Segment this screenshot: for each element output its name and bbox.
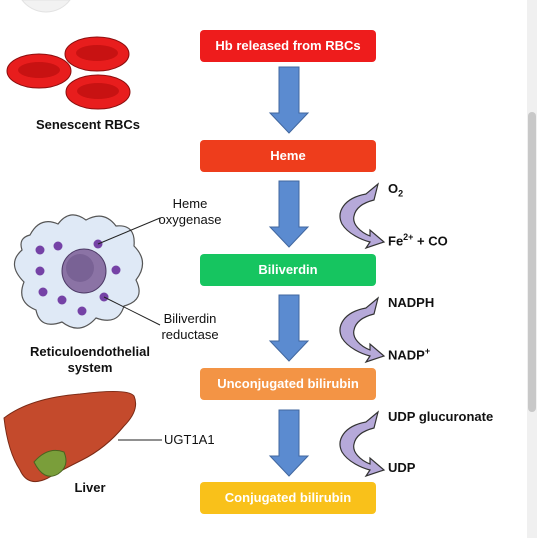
step-hb-released: Hb released from RBCs	[200, 30, 376, 62]
biliverdin-reductase-pointer	[103, 296, 161, 326]
biliverdin-reductase-label: Biliverdin reductase	[161, 311, 219, 342]
curved-arrow-icon	[339, 410, 386, 478]
heme-oxygenase-pointer	[97, 217, 161, 245]
page-scrollbar[interactable]	[527, 0, 537, 538]
rbc-group	[6, 36, 131, 110]
heme-oxygenase-label: Heme oxygenase	[158, 196, 222, 227]
reaction-input: UDP glucuronate	[388, 409, 494, 424]
down-arrow-icon	[268, 409, 310, 477]
step-conjugated-bilirubin: Conjugated bilirubin	[200, 482, 376, 514]
rbc-icon	[64, 36, 130, 72]
step-unconjugated-bilirubin: Unconjugated bilirubin	[200, 368, 376, 400]
liver-icon	[3, 390, 137, 483]
reticuloendothelial-system-label: Reticuloendothelial system	[30, 344, 150, 375]
ugt1a1-label: UGT1A1	[164, 432, 215, 447]
partial-circle-decoration	[21, 0, 71, 13]
step-heme: Heme	[200, 140, 376, 172]
reaction-output: UDP	[388, 460, 416, 475]
step-biliverdin: Biliverdin	[200, 254, 376, 286]
down-arrow-icon	[268, 180, 310, 248]
liver-label: Liver	[74, 480, 106, 495]
curved-arrow-icon	[339, 182, 386, 250]
rbcs-label: Senescent RBCs	[35, 117, 141, 132]
reaction-input: O2	[388, 181, 404, 199]
down-arrow-icon	[268, 294, 310, 362]
reaction-input: NADPH	[388, 295, 435, 310]
curved-arrow-icon	[339, 296, 386, 364]
reaction-output: Fe2+ + CO	[388, 232, 448, 249]
macrophage-icon	[13, 214, 144, 329]
rbc-icon	[6, 53, 72, 89]
scrollbar-thumb[interactable]	[528, 112, 536, 412]
rbc-icon	[65, 74, 131, 110]
down-arrow-icon	[268, 66, 310, 134]
reaction-output: NADP+	[388, 346, 431, 363]
